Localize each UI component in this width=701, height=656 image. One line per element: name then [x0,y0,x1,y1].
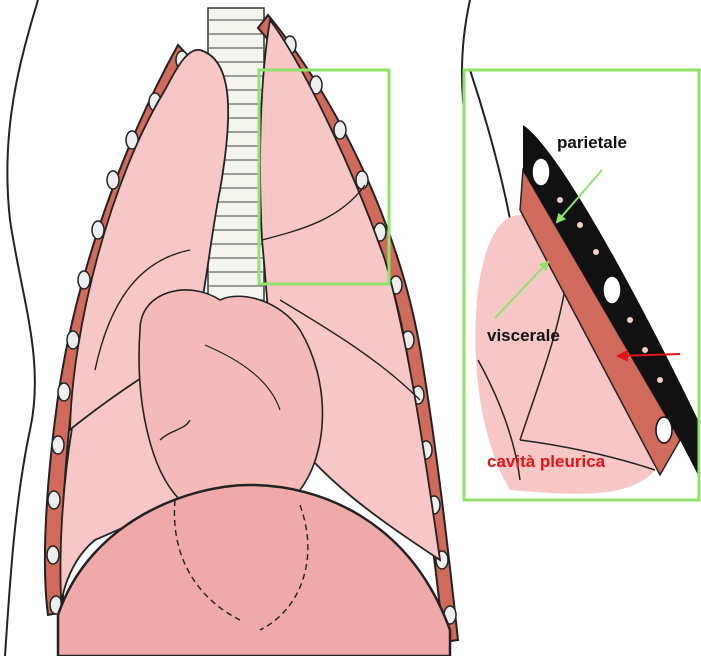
label-parietale: parietale [557,133,627,153]
label-viscerale: viscerale [487,326,560,346]
body-outline-left [5,0,38,656]
label-cavita-pleurica: cavità pleurica [487,452,605,472]
heart [139,290,322,514]
